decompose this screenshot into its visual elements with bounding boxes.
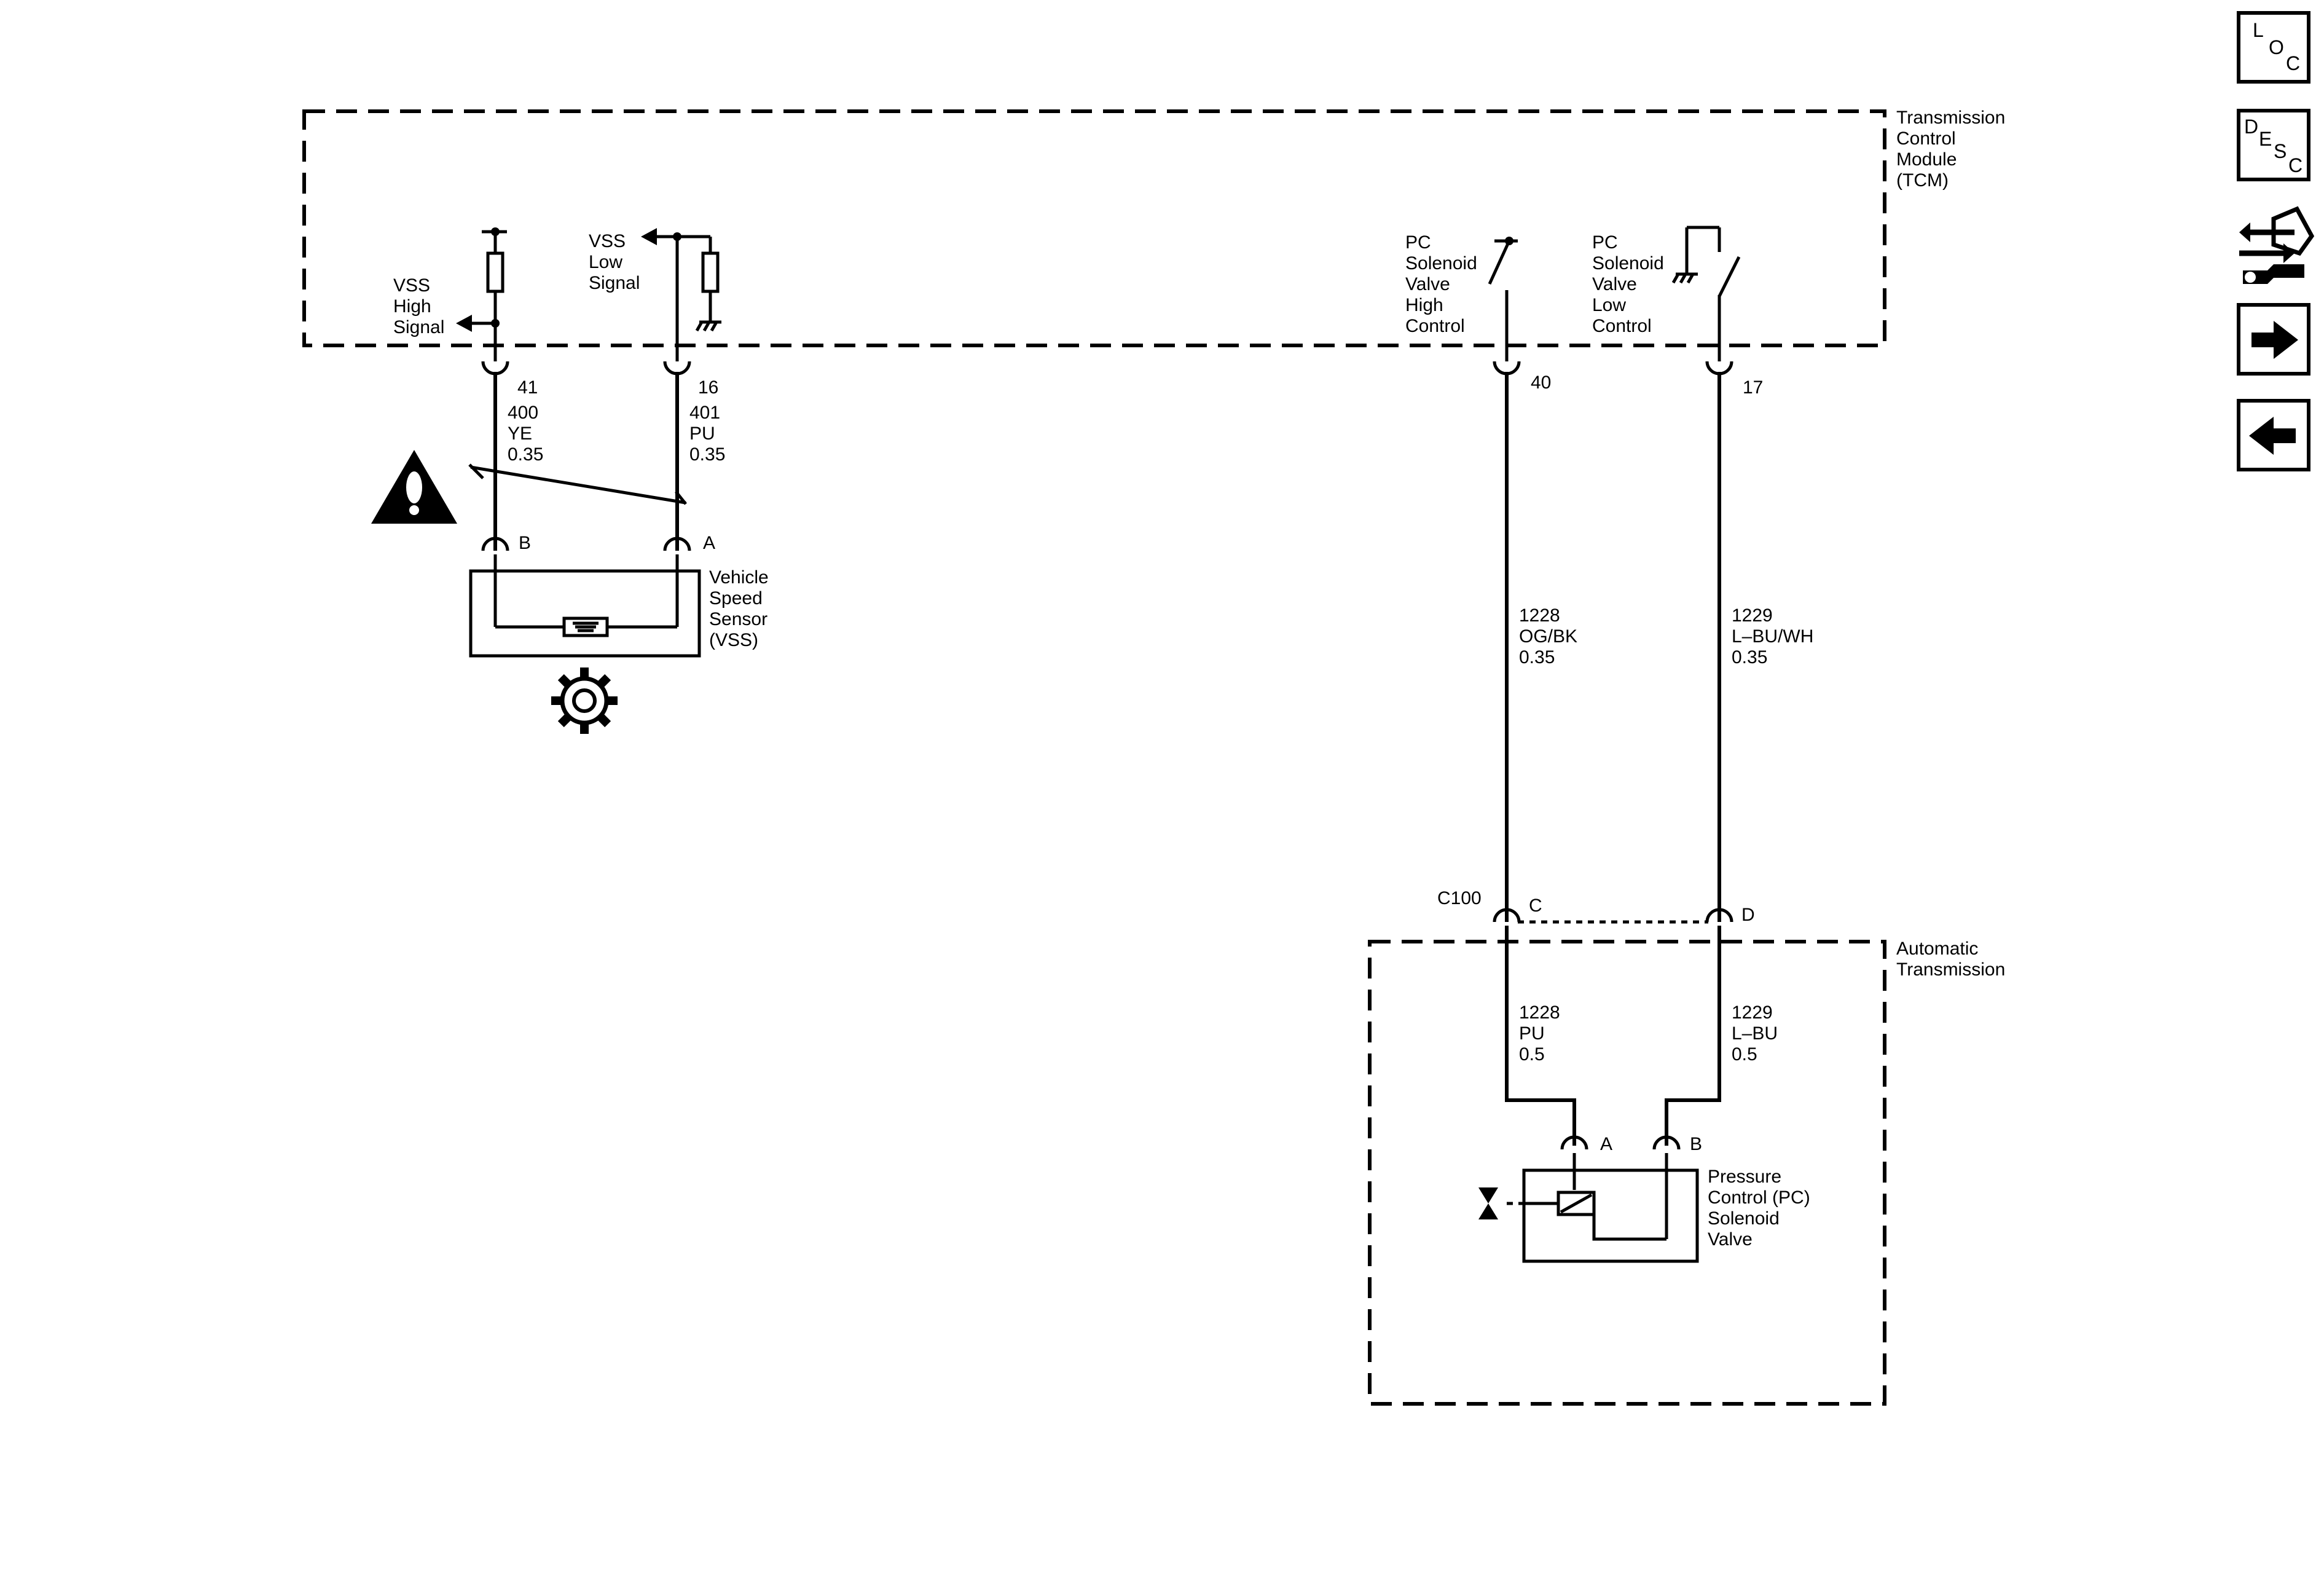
vehicle-speed-sensor: Vehicle Speed Sensor (VSS) [469,554,774,658]
svg-text:41: 41 [517,377,538,398]
wire-400: 400 YE 0.35 [493,372,543,540]
pc-low-circuit: PC Solenoid Valve Low Control [1592,226,1741,361]
svg-text:D: D [2244,116,2258,138]
svg-text:C: C [1529,896,1542,916]
pc-solenoid-pin-a: A [1560,1134,1612,1154]
wire-1228-tcm-side: 1228 OG/BK 0.35 [1505,372,1582,911]
valve-icon [1478,1187,1498,1219]
vss-high-signal-label: VSS High Signal [393,275,444,337]
vss-low-signal-label: VSS Low Signal [589,231,640,293]
svg-text:1229 L–BU/WH 0.35: 1229 L–BU/WH 0.35 [1732,605,1819,667]
svg-text:O: O [2269,36,2284,58]
twisted-pair-indicator [468,463,687,505]
svg-text:401 PU 0.35: 401 PU 0.35 [689,403,725,465]
svg-text:1229 L–BU 0.5: 1229 L–BU 0.5 [1732,1002,1783,1065]
connector-tool-icon[interactable] [2239,206,2315,284]
pressure-control-solenoid-valve: Pressure Control (PC) Solenoid Valve [1478,1153,1815,1263]
tcm-pin-17: 17 [1705,361,1763,398]
svg-text:E: E [2259,128,2272,150]
automatic-transmission-label: Automatic Transmission [1896,939,2005,980]
arrow-right-icon [2251,321,2298,359]
svg-text:L: L [2253,19,2264,41]
caution-icon [371,450,457,524]
next-page-button[interactable] [2237,303,2310,376]
wire-1229-trans-side: 1229 L–BU 0.5 [1665,926,1783,1146]
tcm-pin-40: 40 [1493,361,1551,393]
svg-text:40: 40 [1531,372,1551,393]
vss-pin-b: B [481,533,531,553]
svg-text:C: C [2288,154,2302,176]
arrow-left-icon [2249,417,2296,455]
tcm-pin-41: 41 [481,361,538,398]
svg-text:1228 PU 0.5: 1228 PU 0.5 [1519,1002,1565,1065]
pc-high-circuit: PC Solenoid Valve High Control [1405,232,1518,361]
svg-text:A: A [1600,1134,1612,1154]
automatic-transmission-module: Automatic Transmission [1368,939,2005,1406]
pc-low-control-label: PC Solenoid Valve Low Control [1592,232,1669,336]
wire-401: 401 PU 0.35 [675,372,725,540]
pc-solenoid-pin-b: B [1652,1134,1702,1154]
svg-text:400 YE 0.35: 400 YE 0.35 [508,403,543,465]
svg-text:S: S [2274,140,2287,162]
tcm-label: Transmission Control Module (TCM) [1896,108,2011,191]
vss-high-circuit: VSS High Signal [393,227,507,361]
wire-1229-tcm-side: 1229 L–BU/WH 0.35 [1717,372,1819,911]
svg-text:A: A [703,533,715,553]
vss-label: Vehicle Speed Sensor (VSS) [709,567,774,650]
tcm-pin-16: 16 [663,361,718,398]
tcm-module: Transmission Control Module (TCM) [302,108,2011,347]
vss-pin-a: A [663,533,715,553]
svg-text:1228 OG/BK 0.35: 1228 OG/BK 0.35 [1519,605,1582,667]
connector-c100: C100 C D [1437,888,1755,925]
svg-text:C100: C100 [1437,888,1482,908]
wire-1228-trans-side: 1228 PU 0.5 [1505,926,1576,1146]
ground-symbol [1671,272,1698,284]
svg-text:C: C [2286,52,2300,74]
gear-icon [551,667,618,734]
svg-text:17: 17 [1743,377,1763,398]
previous-page-button[interactable] [2237,399,2310,471]
pc-high-control-label: PC Solenoid Valve High Control [1405,232,1482,336]
desc-button[interactable]: D E S C [2237,109,2310,181]
svg-text:B: B [519,533,531,553]
pc-solenoid-label: Pressure Control (PC) Solenoid Valve [1708,1167,1815,1250]
ground-symbol [695,320,721,332]
svg-text:B: B [1690,1134,1702,1154]
svg-text:16: 16 [698,377,718,398]
vss-low-circuit: VSS Low Signal [589,228,721,361]
loc-button[interactable]: L O C [2237,11,2310,84]
svg-text:D: D [1741,905,1755,925]
